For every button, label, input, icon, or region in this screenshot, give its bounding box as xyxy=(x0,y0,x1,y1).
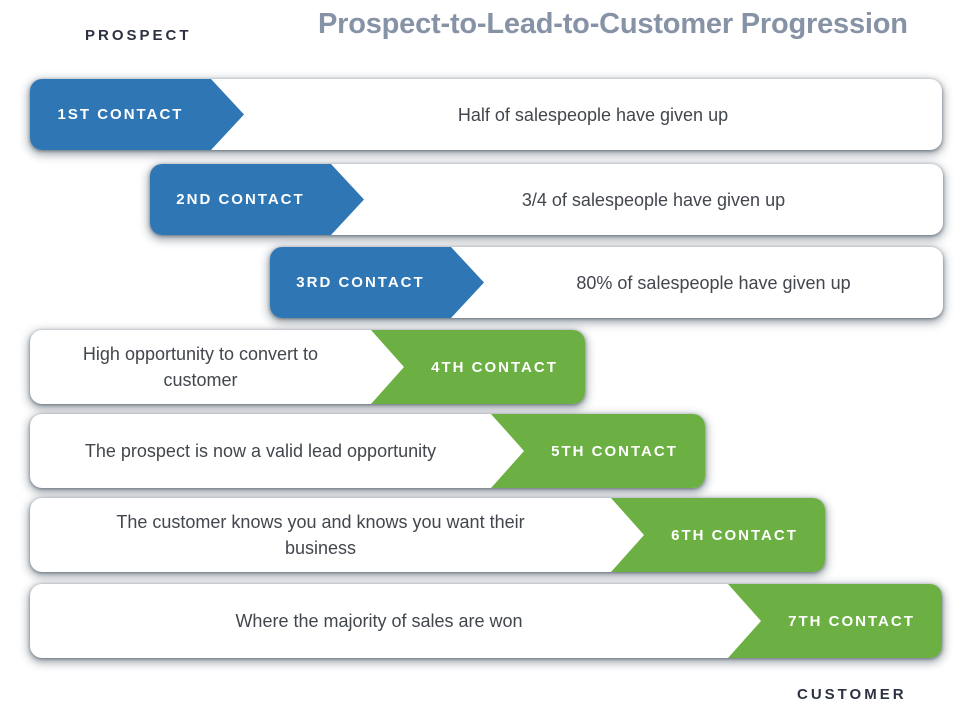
stage-description-text-2: 3/4 of salespeople have given up xyxy=(521,189,786,210)
stage-arrow-2: 2ND CONTACT xyxy=(150,164,364,235)
stage-arrow-7: 7TH CONTACT xyxy=(728,584,942,658)
stage-description-2: 3/4 of salespeople have given up xyxy=(364,164,943,235)
stage-description-text-4: High opportunity to convert to customer xyxy=(82,344,319,390)
stage-description-1: Half of salespeople have given up xyxy=(244,79,942,150)
stage-arrow-6: 6TH CONTACT xyxy=(611,498,825,572)
stage-arrow-1: 1ST CONTACT xyxy=(30,79,244,150)
stage-description-text-6: The customer knows you and knows you wan… xyxy=(116,512,525,558)
stage-description-text-1: Half of salespeople have given up xyxy=(457,104,729,125)
stage-arrow-5: 5TH CONTACT xyxy=(491,414,705,488)
prospect-endpoint-label: PROSPECT xyxy=(85,27,192,44)
stage-label-2: 2ND CONTACT xyxy=(176,191,305,208)
stage-description-5: The prospect is now a valid lead opportu… xyxy=(30,414,491,488)
row-1st-contact: 1ST CONTACT Half of salespeople have giv… xyxy=(30,79,942,150)
stage-description-6: The customer knows you and knows you wan… xyxy=(30,498,611,572)
stage-label-7: 7TH CONTACT xyxy=(788,612,915,630)
stage-description-text-5: The prospect is now a valid lead opportu… xyxy=(84,441,437,461)
stage-description-text-3: 80% of salespeople have given up xyxy=(576,272,851,293)
stage-arrow-4: 4TH CONTACT xyxy=(371,330,585,404)
row-7th-contact: Where the majority of sales are won 7TH … xyxy=(30,584,942,658)
page-title: Prospect-to-Lead-to-Customer Progression xyxy=(318,8,908,40)
row-6th-contact: The customer knows you and knows you wan… xyxy=(30,498,825,572)
stage-label-6: 6TH CONTACT xyxy=(671,526,798,544)
stage-description-text-7: Where the majority of sales are won xyxy=(235,611,523,631)
row-4th-contact: High opportunity to convert to customer … xyxy=(30,330,585,404)
stage-arrow-3: 3RD CONTACT xyxy=(270,247,484,318)
stage-label-3: 3RD CONTACT xyxy=(296,274,425,291)
stage-label-5: 5TH CONTACT xyxy=(551,442,678,460)
row-2nd-contact: 2ND CONTACT 3/4 of salespeople have give… xyxy=(150,164,943,235)
stage-description-7: Where the majority of sales are won xyxy=(30,584,728,658)
stage-label-1: 1ST CONTACT xyxy=(57,106,184,123)
row-5th-contact: The prospect is now a valid lead opportu… xyxy=(30,414,705,488)
customer-endpoint-label: CUSTOMER xyxy=(797,686,907,703)
stage-label-4: 4TH CONTACT xyxy=(431,358,558,376)
stage-description-4: High opportunity to convert to customer xyxy=(30,330,371,404)
stage-description-3: 80% of salespeople have given up xyxy=(484,247,943,318)
row-3rd-contact: 3RD CONTACT 80% of salespeople have give… xyxy=(270,247,943,318)
